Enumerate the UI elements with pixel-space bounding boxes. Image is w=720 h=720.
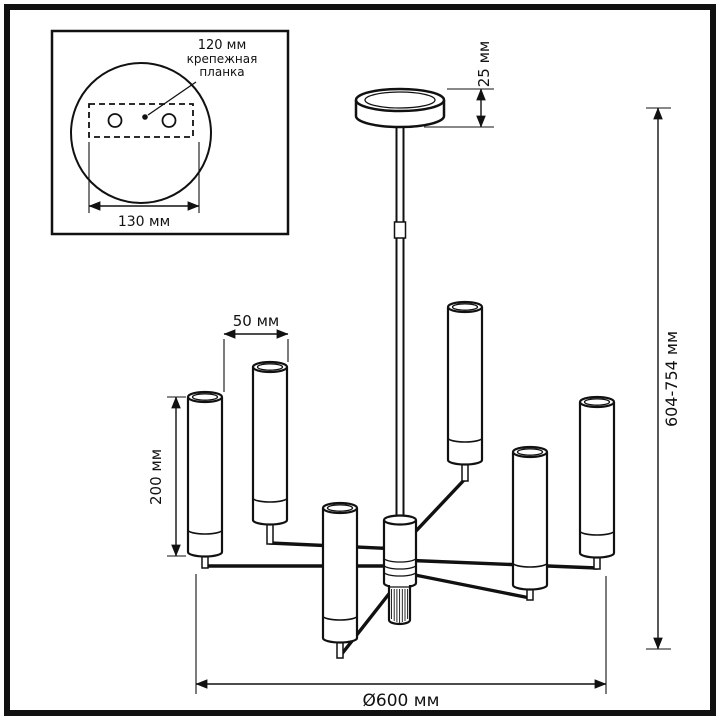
shade: [251, 360, 289, 545]
dimension-overall-height: 604-754 мм: [646, 107, 681, 650]
dimensions: 25 мм 604-754 мм 50 мм 200 мм: [147, 41, 681, 711]
chandelier-drawing: [186, 87, 616, 659]
hole-spacing-label: 120 мм: [198, 38, 247, 53]
arm-right-mid: [398, 570, 532, 600]
diameter-label: Ø600 мм: [363, 691, 440, 711]
mounting-plate-inset: 120 мм крепежная планка 130 мм: [50, 29, 290, 236]
shade: [578, 395, 616, 570]
dimension-canopy-height: 25 мм: [424, 41, 494, 128]
shade: [321, 501, 359, 659]
leader-line: [147, 81, 197, 116]
dimension-arm-offset: 50 мм: [223, 312, 289, 392]
mounting-bracket-outline: [88, 103, 194, 138]
mounting-hole-right: [161, 113, 177, 128]
dimension-diameter: Ø600 мм: [195, 574, 607, 711]
ceiling-canopy: [354, 87, 446, 129]
shade: [446, 300, 484, 482]
rod-joint: [393, 221, 407, 239]
arm-right-far: [398, 558, 599, 570]
knurl-hatching: [391, 589, 409, 623]
central-hub: [382, 514, 418, 589]
shade-height-label: 200 мм: [147, 449, 165, 505]
switch-knob: [387, 585, 412, 626]
dimension-plate-width: 130 мм: [88, 142, 200, 230]
canopy-height-label: 25 мм: [475, 41, 493, 88]
shade: [511, 445, 549, 601]
plate-width-label: 130 мм: [118, 214, 170, 230]
bracket-label-line1: крепежная: [187, 52, 258, 66]
mounting-hole-left: [107, 113, 123, 128]
arm-offset-label: 50 мм: [233, 312, 280, 330]
bracket-label-line2: планка: [199, 65, 244, 79]
overall-height-label: 604-754 мм: [662, 331, 681, 427]
dimension-shade-height: 200 мм: [147, 396, 186, 557]
shade: [186, 390, 224, 569]
center-mark: [142, 114, 148, 120]
page-border: [4, 4, 716, 716]
hanging-rod: [395, 111, 405, 523]
arm-front: [339, 588, 394, 657]
